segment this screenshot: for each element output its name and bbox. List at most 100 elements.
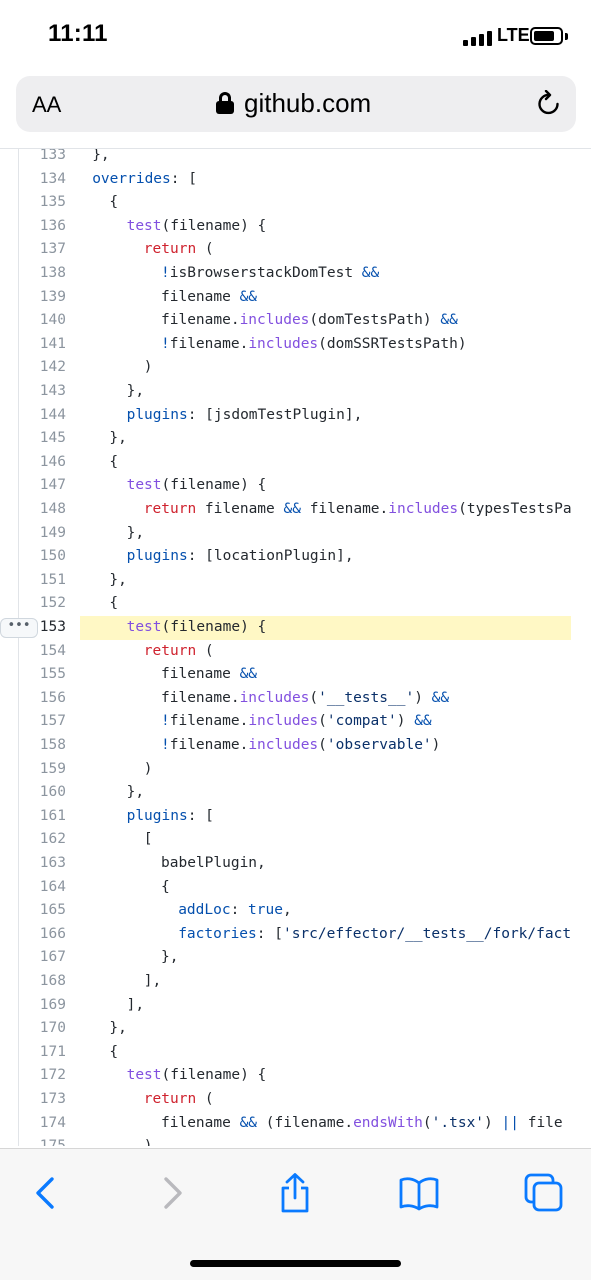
code-line: 135 { [0,191,591,215]
code-line: 170}, [0,1017,591,1041]
code-line: 175) [0,1135,591,1146]
line-code: }, [126,524,145,541]
code-line: 169], [0,994,591,1018]
line-number[interactable]: 172 [39,1067,66,1084]
code-line: 145}, [0,427,591,451]
battery-icon [530,27,563,45]
line-number[interactable]: 133 [39,148,66,163]
line-number[interactable]: 141 [39,335,66,352]
line-number[interactable]: 145 [39,430,66,447]
line-number[interactable]: 138 [39,265,66,281]
line-code: ) [144,1135,153,1146]
line-code: !filename.includes('compat') && [161,713,432,730]
line-code: { [109,1043,119,1060]
line-number[interactable]: 152 [39,595,66,612]
line-code: { [109,595,119,612]
line-number[interactable]: 151 [39,571,66,588]
line-number[interactable]: 142 [39,359,66,376]
line-number[interactable]: 137 [39,241,66,258]
line-number[interactable]: 143 [39,383,66,399]
status-time: 11:11 [48,20,108,47]
line-number[interactable]: 168 [39,973,66,989]
line-number[interactable]: 135 [39,194,66,211]
line-number[interactable]: 149 [39,524,66,541]
code-line: 152 { [0,592,591,616]
line-number[interactable]: 155 [39,666,66,683]
line-code: ], [126,996,145,1013]
line-number[interactable]: 160 [39,784,66,801]
home-indicator [190,1260,401,1267]
line-number[interactable]: 164 [39,878,66,895]
line-number[interactable]: 136 [39,217,66,234]
address-bar[interactable]: AA github.com [16,76,576,132]
line-number[interactable]: 154 [39,642,66,659]
line-number[interactable]: 175 [24,1135,66,1146]
line-number[interactable]: 156 [39,689,66,706]
line-number[interactable]: 139 [39,288,66,305]
line-number[interactable]: 157 [39,713,66,730]
line-number[interactable]: 134 [39,170,66,187]
highlighted-line [80,616,571,640]
code-line: 141 !filename.includes(domSSRTestsPath) [0,333,591,357]
network-label: LTE [497,25,530,45]
code-line: 153 test(filename) { [0,616,591,640]
line-number[interactable]: 161 [39,807,66,824]
line-number[interactable]: 174 [39,1114,66,1131]
code-line: 144 plugins: [jsdomTestPlugin], [0,404,591,428]
line-code: plugins: [jsdomTestPlugin], [126,406,363,423]
line-number[interactable]: 144 [39,406,66,423]
line-number[interactable]: 162 [39,831,66,848]
lock-icon [216,92,234,114]
line-number[interactable]: 159 [39,760,66,777]
line-number[interactable]: 146 [39,453,66,470]
line-code: filename && [161,666,258,683]
line-number[interactable]: 158 [39,737,66,753]
code-line: 155 filename && [0,663,591,687]
line-number[interactable]: 150 [39,548,66,565]
line-code: }, [126,784,145,801]
line-code: filename.includes('__tests__') && [161,689,450,706]
share-icon[interactable] [275,1173,315,1213]
line-number[interactable]: 170 [39,1020,66,1037]
line-number[interactable]: 140 [39,312,66,329]
code-line: 143}, [0,380,591,404]
status-bar: 11:11 LTE [0,0,591,72]
browser-toolbar [0,1148,591,1280]
code-line: 151}, [0,569,591,593]
line-number[interactable]: 148 [39,501,66,517]
tabs-icon[interactable] [524,1173,564,1213]
line-number[interactable]: 153 [39,619,66,635]
bookmarks-icon[interactable] [399,1173,439,1213]
line-code: overrides: [ [92,170,197,187]
line-number[interactable]: 166 [39,925,66,942]
line-code: { [109,453,119,470]
reload-icon[interactable] [536,90,562,118]
forward-icon[interactable] [152,1173,192,1213]
line-number[interactable]: 171 [39,1043,66,1060]
line-options-button[interactable]: ••• [0,617,38,638]
line-number[interactable]: 173 [39,1091,66,1107]
line-code: !filename.includes(domSSRTestsPath) [161,335,467,352]
line-number[interactable]: 169 [39,996,66,1013]
text-size-icon[interactable]: AA [32,92,61,118]
back-icon[interactable] [26,1173,66,1213]
line-number[interactable]: 147 [39,477,66,494]
code-line: 164 { [0,876,591,900]
url-text[interactable]: github.com [244,88,372,118]
line-code: { [161,878,170,895]
line-code: test(filename) { [126,619,267,635]
line-number[interactable]: 163 [39,855,66,871]
code-line: 134 overrides: [ [0,168,591,192]
line-number[interactable]: 167 [39,949,66,966]
line-number[interactable]: 165 [39,902,66,919]
code-view[interactable]: 133}, 134 overrides: [ 135 {136 test(filename… [0,148,591,1146]
line-code: plugins: [locationPlugin], [126,548,354,565]
line-code: addLoc: true, [178,902,292,919]
battery-cap [565,33,568,40]
line-code: }, [109,430,127,447]
line-code: { [109,194,119,211]
